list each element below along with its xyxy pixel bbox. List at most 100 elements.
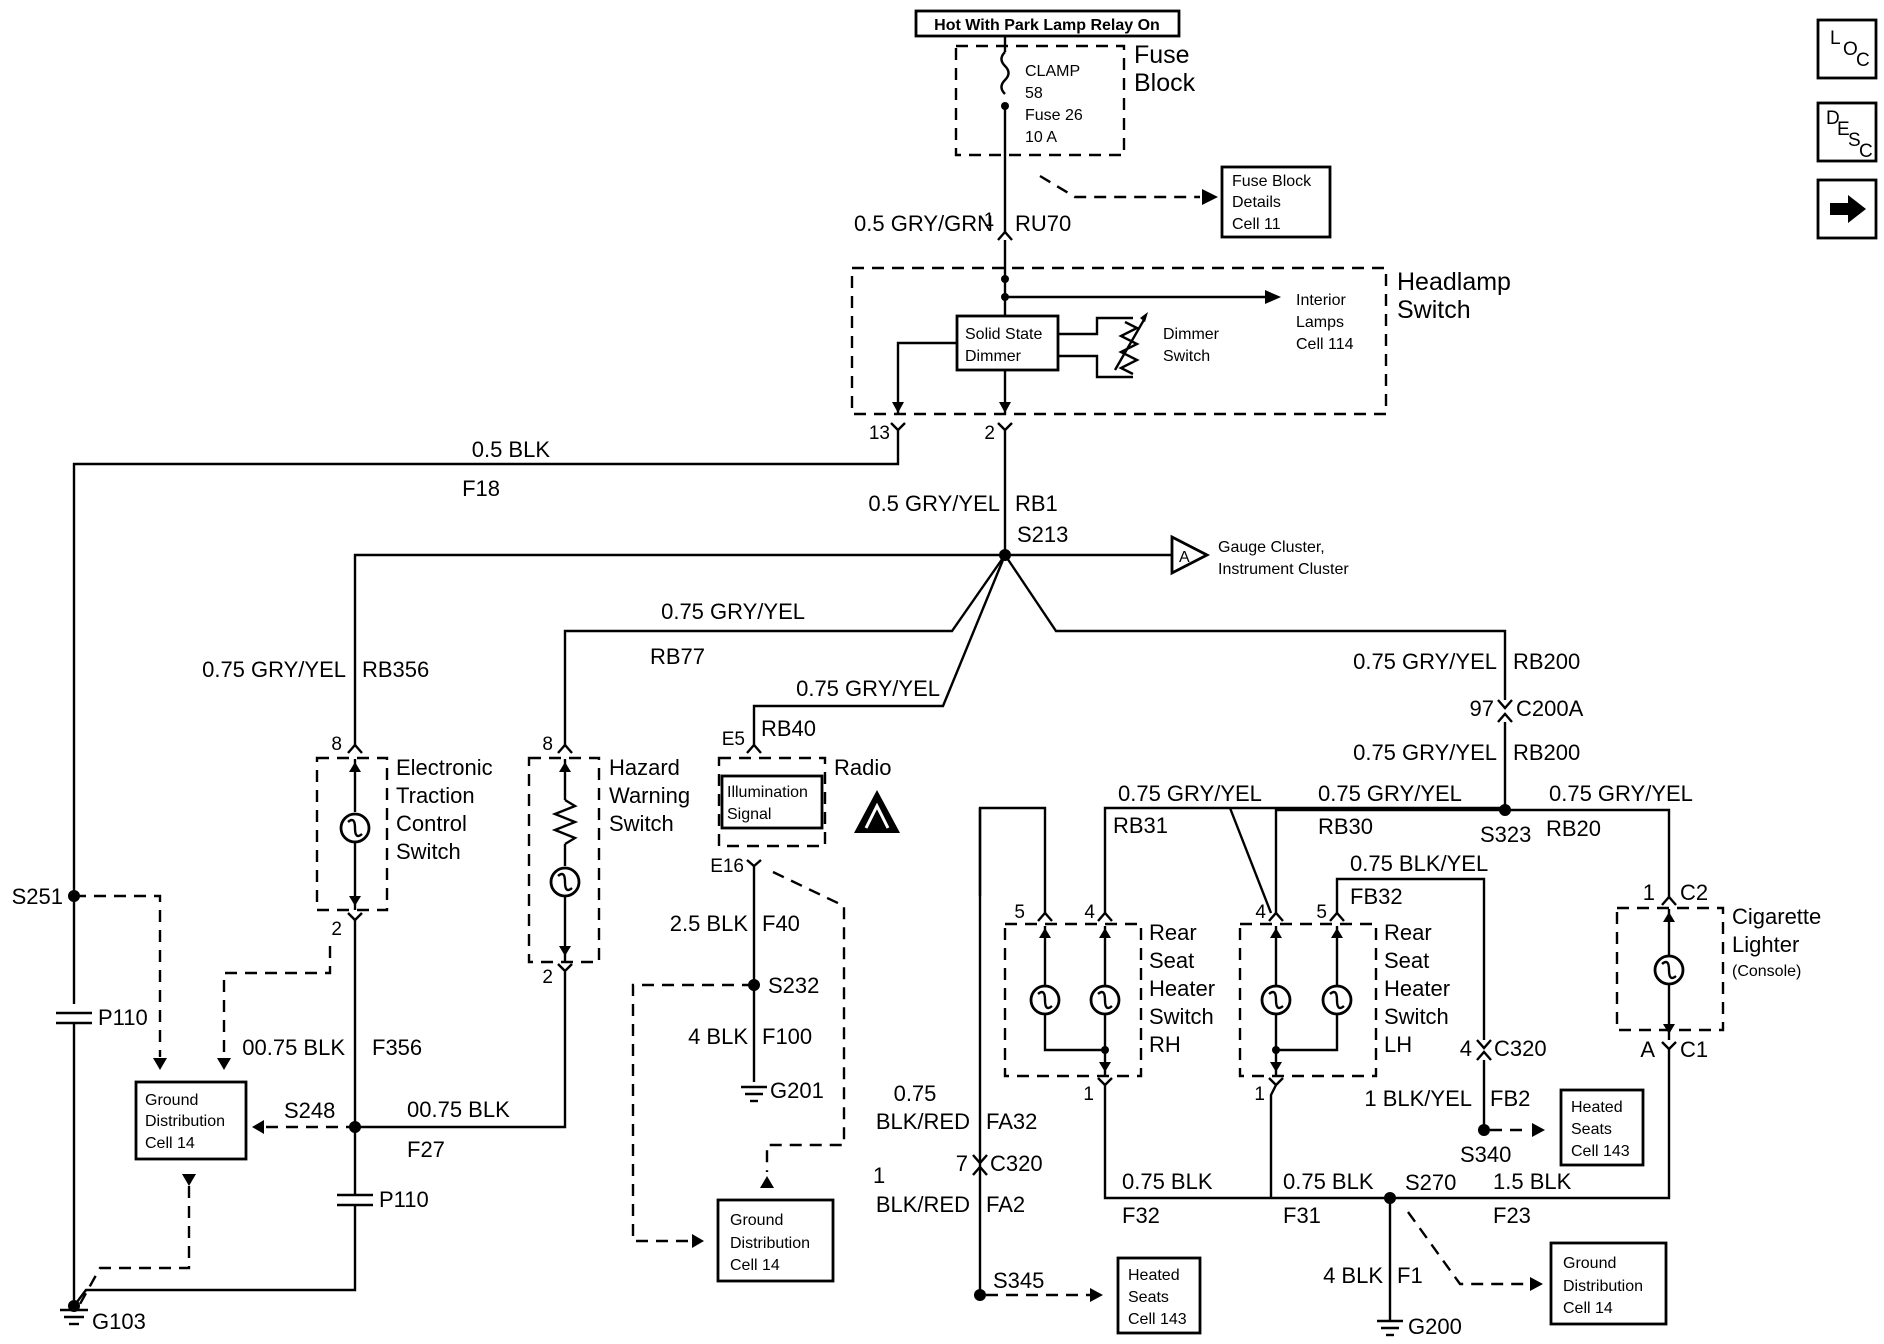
- wire-f27-circuit: F27: [407, 1137, 445, 1162]
- ground-distribution-ref-2[interactable]: Ground Distribution Cell 14: [716, 1198, 835, 1283]
- connector-c200a: C200A: [1516, 696, 1584, 721]
- svg-text:Switch: Switch: [396, 839, 461, 864]
- hazard-switch: 8 2 Hazard Warning Switch: [527, 734, 690, 988]
- svg-text:8: 8: [542, 734, 553, 755]
- svg-text:Ground: Ground: [145, 1092, 198, 1109]
- headlamp-title-1: Headlamp: [1397, 268, 1511, 296]
- wire-rb31-gauge: 0.75 GRY/YEL: [1118, 781, 1262, 806]
- loc-button[interactable]: L O C: [1816, 18, 1878, 80]
- rear-seat-heater-rh: RB31 0.75 GRY/YEL 5 4 1 Rear Seat Heater…: [978, 781, 1262, 1105]
- svg-text:Lamps: Lamps: [1296, 314, 1344, 331]
- connector-c320-pin: 7: [956, 1151, 968, 1176]
- ground-g201: G201: [770, 1078, 824, 1103]
- wire-f356-gauge: 00.75 BLK: [242, 1035, 345, 1060]
- wire-rb356-gauge: 0.75 GRY/YEL: [202, 657, 346, 682]
- rear-seat-heater-lh: 0.75 BLK/YEL FB32 4 5 1 Rear Seat Heater…: [1238, 851, 1488, 1105]
- wire-fa32-gauge-2: BLK/RED: [876, 1109, 970, 1134]
- headlamp-title-2: Switch: [1397, 296, 1471, 324]
- connector-c320: C320: [990, 1151, 1043, 1176]
- fuse-number: Fuse 26: [1025, 107, 1083, 124]
- svg-text:S: S: [1848, 130, 1861, 151]
- wire-rb1-gauge: 0.5 GRY/YEL: [868, 491, 1000, 516]
- svg-text:Heated: Heated: [1571, 1099, 1623, 1116]
- svg-text:1: 1: [1643, 880, 1655, 905]
- svg-text:Traction: Traction: [396, 783, 475, 808]
- ref-line-1: Fuse Block: [1232, 173, 1312, 190]
- wire-rb20-circuit: RB20: [1546, 816, 1601, 841]
- svg-text:Switch: Switch: [609, 811, 674, 836]
- cigarette-lighter: 1 C2 A C1 Cigarette Lighter (Console): [1615, 880, 1821, 1062]
- svg-text:8: 8: [331, 734, 342, 755]
- desc-button[interactable]: D E S C: [1816, 101, 1878, 163]
- ground-distribution-ref-1[interactable]: Ground Distribution Cell 14: [134, 1080, 248, 1161]
- svg-text:O: O: [1843, 39, 1858, 60]
- etc-switch: 8 2 Electronic Traction Control Switch: [315, 734, 493, 940]
- fuse-icon: [1000, 51, 1010, 95]
- svg-text:P110: P110: [379, 1187, 429, 1212]
- wire-rb30-gauge: 0.75 GRY/YEL: [1318, 781, 1462, 806]
- svg-text:Hazard: Hazard: [609, 755, 680, 780]
- svg-text:Seats: Seats: [1571, 1121, 1612, 1138]
- fuse-block-outline: [954, 44, 1126, 157]
- wire-rb40-circuit: RB40: [761, 716, 816, 741]
- fuse-block-details-ref[interactable]: [1220, 165, 1332, 239]
- wire-fb32-circuit: FB32: [1350, 884, 1403, 909]
- svg-text:Heater: Heater: [1149, 976, 1215, 1001]
- radio-outline: [717, 756, 827, 848]
- wire-f18-gauge: 0.5 BLK: [472, 437, 551, 462]
- svg-text:S340: S340: [1460, 1142, 1511, 1167]
- svg-text:Seat: Seat: [1384, 948, 1429, 973]
- svg-text:P110: P110: [98, 1005, 148, 1030]
- svg-text:Switch: Switch: [1149, 1004, 1214, 1029]
- svg-text:Signal: Signal: [727, 806, 771, 823]
- svg-text:Illumination: Illumination: [727, 784, 808, 801]
- splice-s345: [974, 1289, 986, 1301]
- svg-text:Distribution: Distribution: [730, 1235, 810, 1252]
- illumination-signal-box: [720, 774, 824, 830]
- svg-text:Ground: Ground: [730, 1212, 783, 1229]
- wire-fa2-gauge-2: BLK/RED: [876, 1192, 970, 1217]
- wire-f23-circuit: F23: [1493, 1203, 1531, 1228]
- svg-text:1: 1: [1254, 1084, 1265, 1105]
- heated-seats-ref-1[interactable]: Heated Seats Cell 143: [1116, 1256, 1202, 1335]
- svg-text:Cell 14: Cell 14: [1563, 1300, 1613, 1317]
- svg-text:Seat: Seat: [1149, 948, 1194, 973]
- connector-c200a-pin: 97: [1470, 696, 1494, 721]
- svg-text:Warning: Warning: [609, 783, 690, 808]
- svg-text:LH: LH: [1384, 1032, 1412, 1057]
- wire-f356-circuit: F356: [372, 1035, 422, 1060]
- fuse-rating: 10 A: [1025, 129, 1057, 146]
- fuse-block-title-2: Block: [1134, 69, 1196, 97]
- svg-text:C320: C320: [1494, 1036, 1547, 1061]
- rear-lh-outline: [1238, 922, 1378, 1078]
- fuse-clamp: CLAMP: [1025, 63, 1080, 80]
- svg-text:Control: Control: [396, 811, 467, 836]
- svg-text:2: 2: [331, 919, 342, 940]
- arrow-icon: [1265, 290, 1281, 304]
- arrow-right-icon: [1830, 195, 1866, 223]
- svg-text:E5: E5: [722, 729, 745, 750]
- hot-label: Hot With Park Lamp Relay On: [934, 17, 1160, 34]
- wire-f31-circuit: F31: [1283, 1203, 1321, 1228]
- svg-text:E16: E16: [710, 856, 744, 877]
- wire-fb2-gauge: 1 BLK/YEL: [1364, 1086, 1472, 1111]
- heated-seats-ref-2[interactable]: Heated Seats Cell 143: [1559, 1088, 1645, 1167]
- radio: E5 Illumination Signal Radio E16 2.5 BLK…: [631, 729, 900, 1248]
- svg-text:2: 2: [542, 967, 553, 988]
- svg-text:S251: S251: [12, 884, 63, 909]
- fuse-clamp-no: 58: [1025, 85, 1043, 102]
- headlamp-switch: 1 Headlamp Switch Interior Lamps Cell 11…: [850, 210, 1511, 444]
- splice-s340: [1478, 1124, 1490, 1136]
- wire-fa2-circuit: FA2: [986, 1192, 1025, 1217]
- wire-f23-gauge: 1.5 BLK: [1493, 1169, 1572, 1194]
- wire-rb30-circuit: RB30: [1318, 814, 1373, 839]
- arrow-icon: [1202, 189, 1218, 205]
- svg-text:D: D: [1826, 108, 1840, 129]
- wire-f1-gauge: 4 BLK: [1323, 1263, 1383, 1288]
- rear-rh-outline: [1003, 922, 1143, 1078]
- wire-rb200-circuit: RB200: [1513, 649, 1580, 674]
- pin-1: 1: [984, 210, 995, 231]
- svg-text:Lighter: Lighter: [1732, 932, 1799, 957]
- ground-distribution-ref-3[interactable]: Ground Distribution Cell 14: [1549, 1241, 1668, 1326]
- next-button[interactable]: [1816, 178, 1878, 240]
